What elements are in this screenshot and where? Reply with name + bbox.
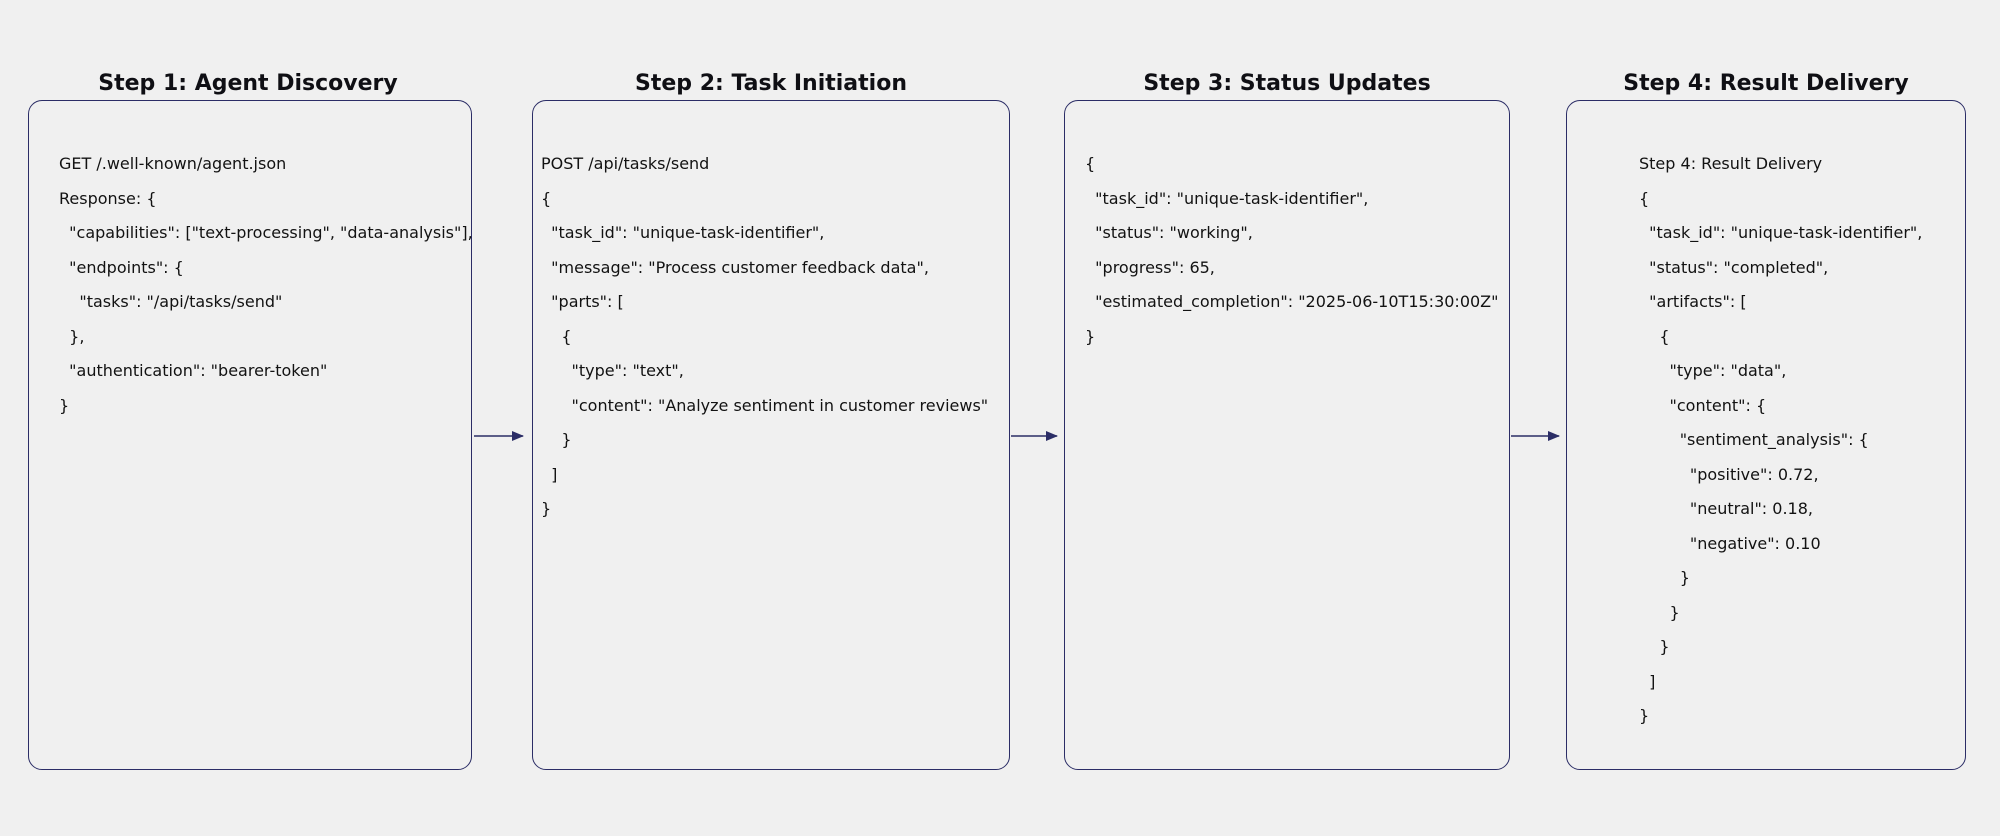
code-line: "negative": 0.10 [1639,533,1821,553]
code-line: { [1639,188,1650,208]
code-line: GET /.well-known/agent.json [59,154,287,173]
step-3-box: { "task_id": "unique-task-identifier", "… [1064,100,1510,770]
code-line: } [1639,706,1650,725]
code-line: } [1639,602,1680,622]
code-line: } [1639,568,1690,587]
step-2-title: Step 2: Task Initiation [635,71,907,96]
code-line: "task_id": "unique-task-identifier", [541,223,825,242]
code-line: "message": "Process customer feedback da… [541,257,929,277]
code-line: "endpoints": { [59,257,184,277]
code-line: } [541,499,552,518]
step-2-code: POST /api/tasks/send { "task_id": "uniqu… [541,147,988,527]
step-4-code: Step 4: Result Delivery { "task_id": "un… [1639,147,1922,734]
code-line: "task_id": "unique-task-identifier", [1639,223,1923,242]
code-line: { [1085,154,1096,173]
code-line: "neutral": 0.18, [1639,499,1813,518]
code-line: }, [59,326,85,346]
code-line: { [541,326,572,346]
step-3-title: Step 3: Status Updates [1143,71,1431,96]
code-line: "authentication": "bearer-token" [59,361,328,380]
step-2-box: POST /api/tasks/send { "task_id": "uniqu… [532,100,1010,770]
code-line: "capabilities": ["text-processing", "dat… [59,223,473,242]
step-1-code: GET /.well-known/agent.json Response: { … [59,147,473,423]
step-1-box: GET /.well-known/agent.json Response: { … [28,100,473,770]
code-line: } [59,395,70,415]
code-line: "type": "text", [541,361,684,380]
code-line: Response: { [59,188,157,208]
code-line: "parts": [ [541,292,624,311]
code-line: { [541,188,552,208]
step-4-box: Step 4: Result Delivery { "task_id": "un… [1566,100,1966,770]
code-line: "task_id": "unique-task-identifier", [1085,188,1369,208]
code-line: "sentiment_analysis": { [1639,430,1869,449]
code-line: } [1085,326,1096,346]
code-line: POST /api/tasks/send [541,154,710,173]
code-line: } [1639,637,1670,656]
code-line: Step 4: Result Delivery [1639,154,1823,173]
code-line: "type": "data", [1639,361,1787,380]
code-line: "status": "working", [1085,223,1253,242]
code-line: "artifacts": [ [1639,292,1747,311]
code-line: "tasks": "/api/tasks/send" [59,292,283,311]
code-line: "content": "Analyze sentiment in custome… [541,395,989,415]
code-line: "progress": 65, [1085,257,1215,277]
code-line: ] [1639,671,1656,691]
step-3-code: { "task_id": "unique-task-identifier", "… [1085,147,1499,354]
step-4-title: Step 4: Result Delivery [1623,71,1909,96]
code-line: { [1639,326,1670,346]
code-line: "content": { [1639,395,1767,415]
code-line: } [541,430,572,449]
code-line: "estimated_completion": "2025-06-10T15:3… [1085,292,1499,311]
code-line: "status": "completed", [1639,257,1829,277]
code-line: "positive": 0.72, [1639,464,1819,484]
code-line: ] [541,464,558,484]
step-1-title: Step 1: Agent Discovery [98,71,398,96]
